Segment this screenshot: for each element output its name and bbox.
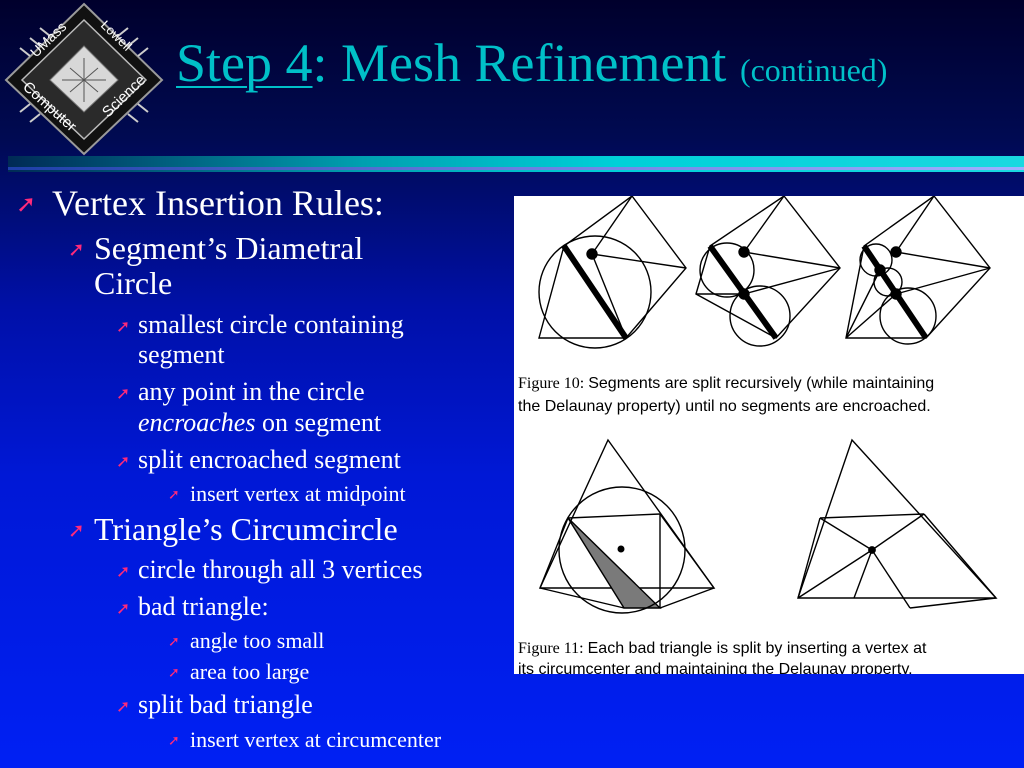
bullet-text: smallest circle containing xyxy=(138,310,404,339)
bullet-arrow-icon: ➚ xyxy=(116,562,131,581)
bullet-arrow-icon: ➚ xyxy=(116,452,131,471)
bullet-text: Triangle’s Circumcircle xyxy=(94,511,398,547)
bullet-arrow-icon: ➚ xyxy=(116,599,131,618)
bullet-arrow-icon: ➚ xyxy=(16,192,37,218)
bullet-arrow-icon: ➚ xyxy=(116,697,131,716)
chip-logo-icon: UMass Lowell Computer Science xyxy=(4,2,164,156)
title-separator-bar xyxy=(8,156,1024,172)
bullet-arrow-icon: ➚ xyxy=(68,239,85,261)
figure-11-caption: Figure 11: Each bad triangle is split by… xyxy=(518,637,926,660)
bullet-angle-too-small: ➚ angle too small xyxy=(168,628,325,654)
bullet-text: any point in the circle xyxy=(138,377,365,406)
figure-10-label: Figure 10: xyxy=(518,375,585,392)
bullet-smallest-circle: ➚ smallest circle containing xyxy=(116,310,404,339)
bullet-vertex-insertion-rules: ➚ Vertex Insertion Rules: xyxy=(16,183,384,223)
fig11-mesh-after xyxy=(797,438,998,609)
bullet-text: area too large xyxy=(190,659,310,684)
bullet-arrow-icon: ➚ xyxy=(116,384,131,403)
figure-11-label: Figure 11: xyxy=(518,640,584,657)
bullet-text: insert vertex at circumcenter xyxy=(190,727,442,752)
bullet-text: split encroached segment xyxy=(138,445,401,474)
bullet-text: split bad triangle xyxy=(138,690,313,719)
bullet-text: bad triangle: xyxy=(138,592,269,621)
figure-drawings xyxy=(538,196,998,614)
separator-thin-line xyxy=(8,167,1024,170)
bullet-split-bad-triangle: ➚ split bad triangle xyxy=(116,690,313,719)
bullet-any-point-cont: encroaches on segment xyxy=(138,408,381,437)
bullet-text: Circle xyxy=(94,265,173,301)
bullet-triangle-circumcircle: ➚ Triangle’s Circumcircle xyxy=(68,511,398,547)
bullet-text: angle too small xyxy=(190,628,325,653)
bullet-bad-triangle: ➚ bad triangle: xyxy=(116,592,269,621)
figure-11-caption-cont: its circumcenter and maintaining the Del… xyxy=(518,658,913,674)
bullet-arrow-icon: ➚ xyxy=(168,635,180,650)
figure-10-caption-cont: the Delaunay property) until no segments… xyxy=(518,395,931,418)
bullet-segment-diametral-circle-cont: Circle xyxy=(94,267,172,299)
slide-title: Step 4: Mesh Refinement (continued) xyxy=(176,28,1016,105)
bullet-smallest-circle-cont: segment xyxy=(138,340,225,369)
bullet-text: segment xyxy=(138,340,225,369)
fig10-mesh-2 xyxy=(695,196,841,347)
figure-10-text-1: Segments are split recursively (while ma… xyxy=(588,375,935,392)
bullet-text: Vertex Insertion Rules: xyxy=(52,183,384,223)
bullet-text: insert vertex at midpoint xyxy=(190,481,406,506)
title-step-link[interactable]: Step 4 xyxy=(176,33,313,93)
bullet-split-encroached: ➚ split encroached segment xyxy=(116,445,401,474)
bullet-arrow-icon: ➚ xyxy=(116,317,131,336)
bullet-any-point: ➚ any point in the circle xyxy=(116,377,365,406)
figure-10-caption: Figure 10: Segments are split recursivel… xyxy=(518,372,934,395)
bullet-text: on segment xyxy=(255,408,382,437)
fig10-mesh-1 xyxy=(538,196,687,349)
figure-11-text-1: Each bad triangle is split by inserting … xyxy=(587,640,927,657)
mesh-refinement-figure: Figure 10: Segments are split recursivel… xyxy=(514,196,1024,674)
bullet-insert-circumcenter: ➚ insert vertex at circumcenter xyxy=(168,727,442,753)
bullet-arrow-icon: ➚ xyxy=(68,520,85,542)
title-main-text: : Mesh Refinement xyxy=(312,33,727,93)
bullet-circle-three-vertices: ➚ circle through all 3 vertices xyxy=(116,555,423,584)
bullet-area-too-large: ➚ area too large xyxy=(168,659,310,685)
bullet-segment-diametral-circle: ➚ Segment’s Diametral xyxy=(68,230,364,266)
bullet-text: Segment’s Diametral xyxy=(94,230,364,266)
bullet-arrow-icon: ➚ xyxy=(168,488,180,503)
bullet-arrow-icon: ➚ xyxy=(168,666,180,681)
fig10-mesh-3 xyxy=(845,196,991,345)
bullet-insert-midpoint: ➚ insert vertex at midpoint xyxy=(168,481,406,507)
bullet-arrow-icon: ➚ xyxy=(168,734,180,749)
figure-11-text-2: its circumcenter and maintaining the Del… xyxy=(518,661,913,674)
bullet-italic-text: encroaches xyxy=(138,408,256,437)
bullet-text: circle through all 3 vertices xyxy=(138,555,423,584)
umass-lowell-cs-logo: UMass Lowell Computer Science xyxy=(0,0,168,158)
fig11-mesh-before xyxy=(538,438,716,614)
figure-10-text-2: the Delaunay property) until no segments… xyxy=(518,398,931,415)
title-continued-text: (continued) xyxy=(739,52,888,88)
